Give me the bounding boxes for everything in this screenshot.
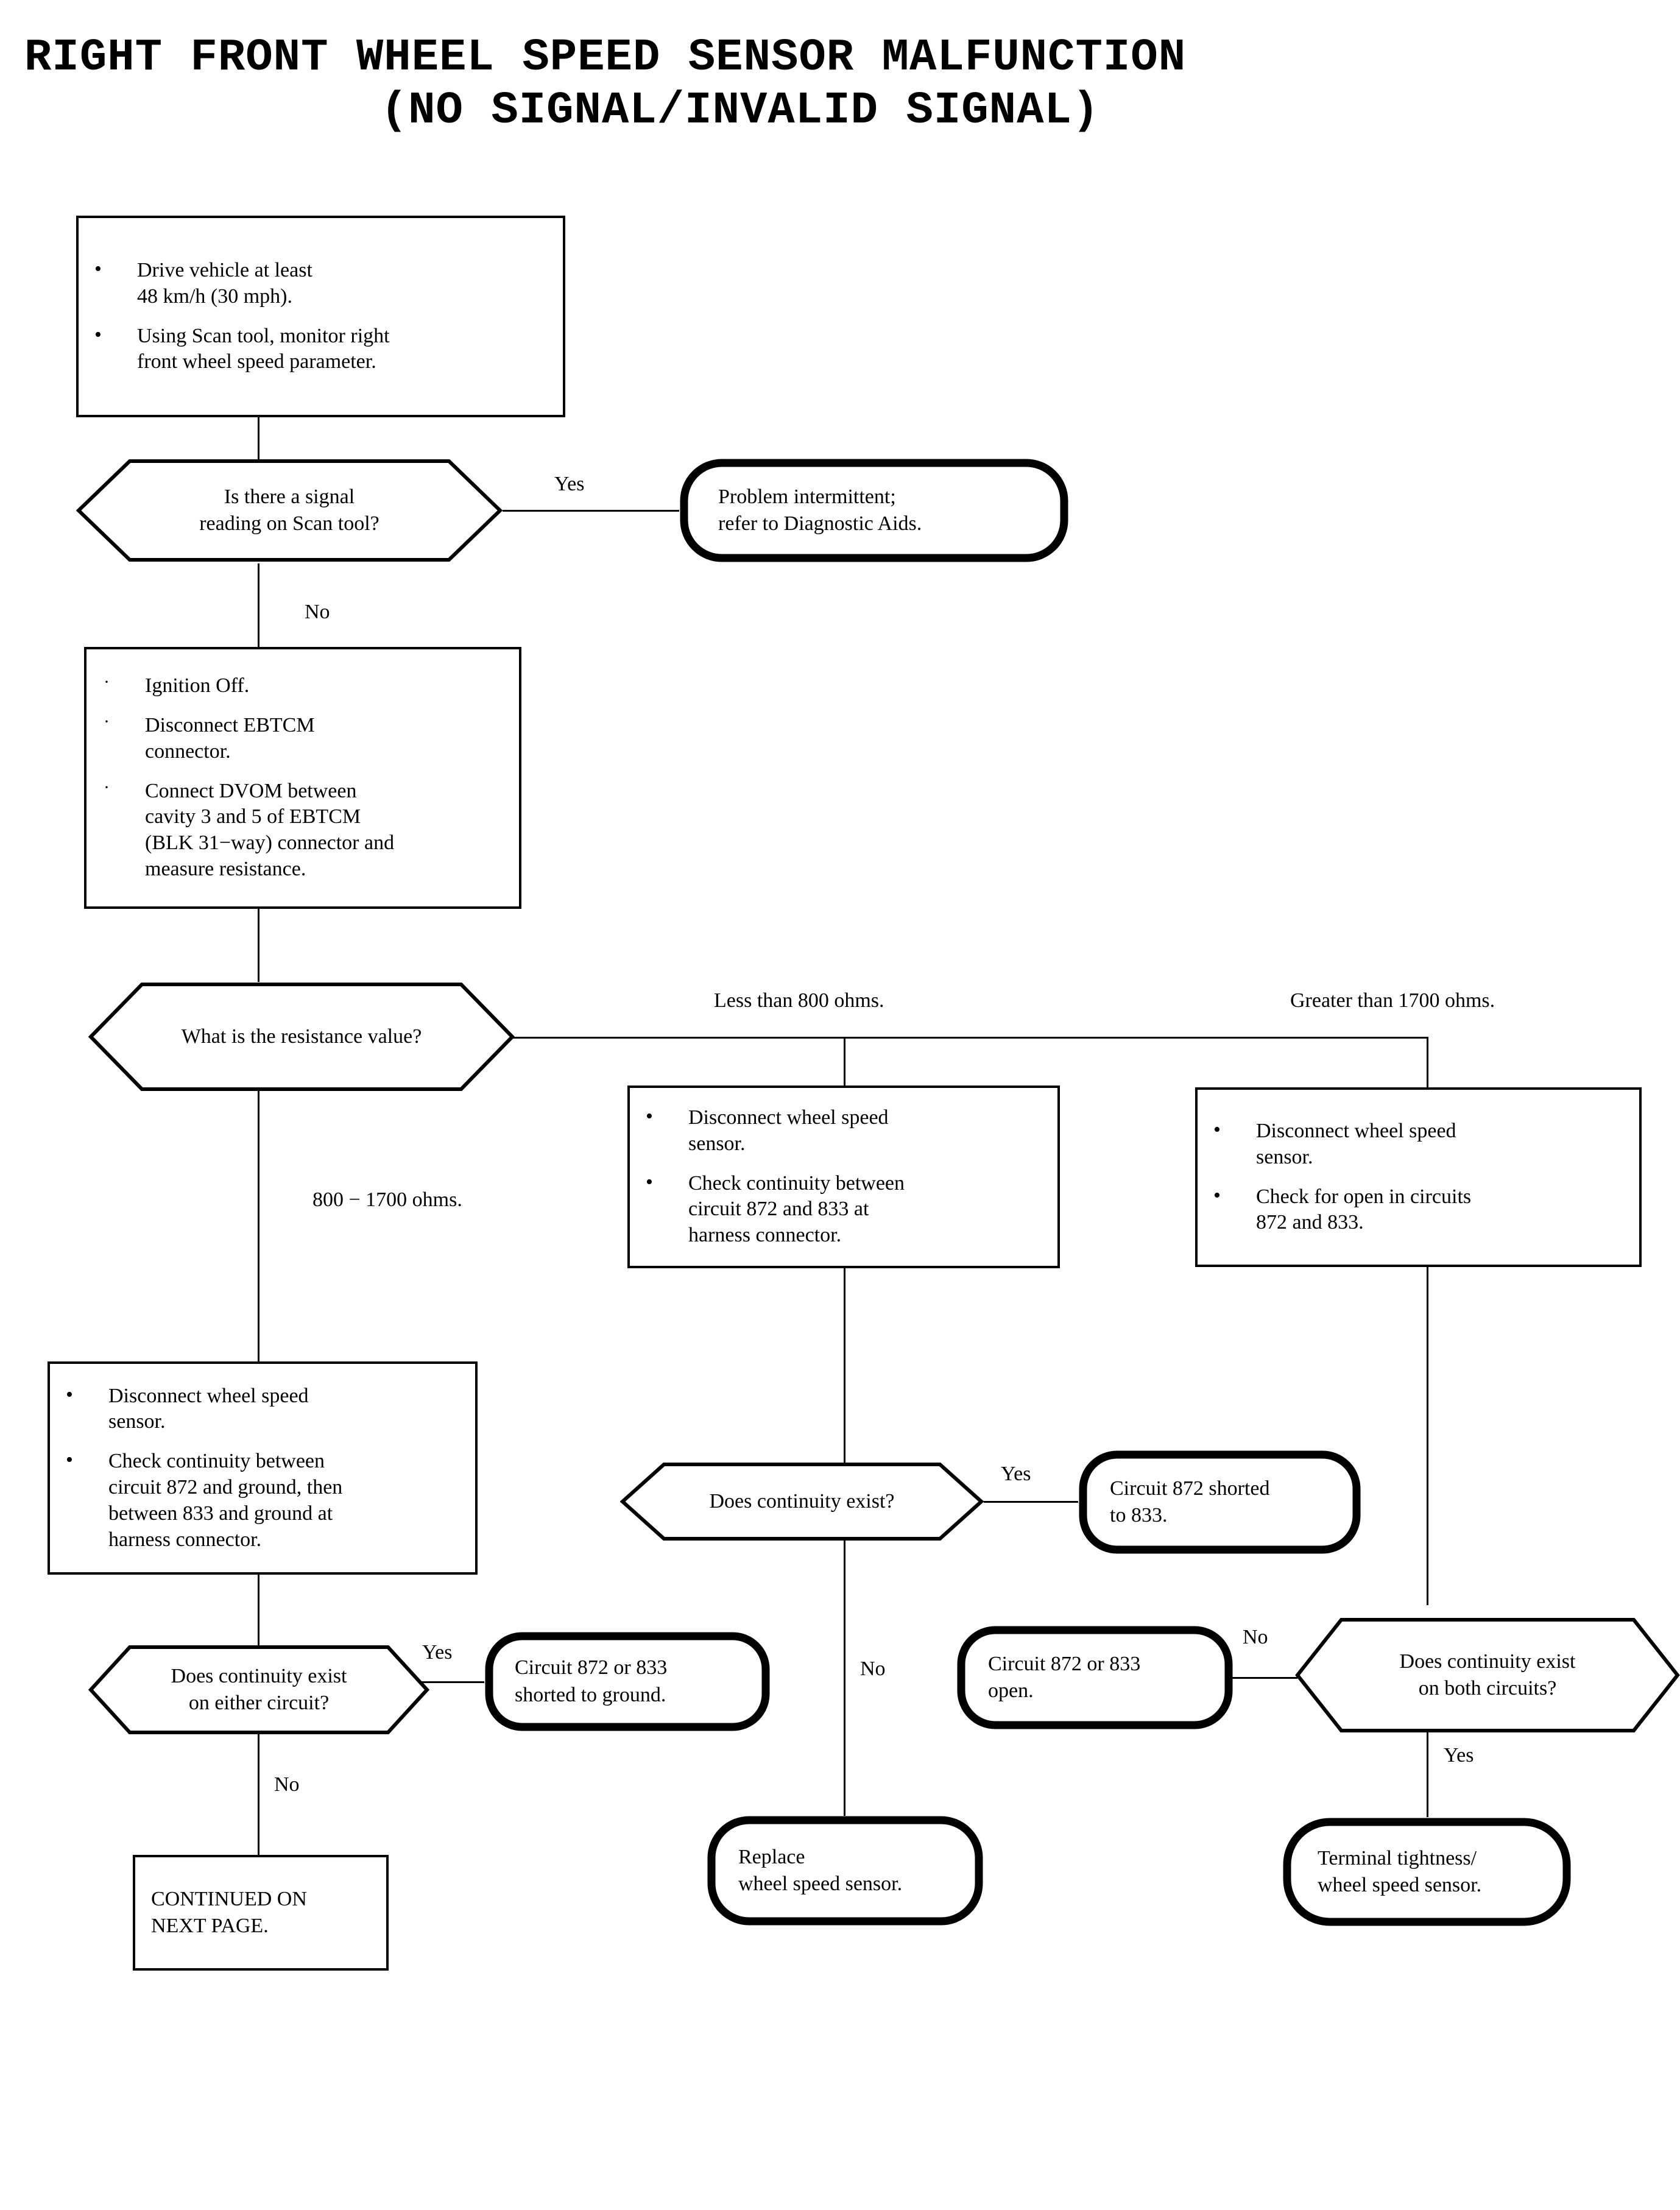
bullet-icon: · xyxy=(104,711,110,732)
connector-decision3mid-no xyxy=(844,1539,845,1816)
bullet-icon: • xyxy=(646,1104,653,1128)
connector-decision3left-no xyxy=(258,1733,259,1855)
rounded-terminal-shape xyxy=(484,1631,771,1732)
edge-label-no-decision3mid: No xyxy=(860,1658,886,1680)
bullet-icon: • xyxy=(66,1383,73,1406)
hexagon-shape xyxy=(620,1462,984,1541)
bullet-icon: • xyxy=(94,323,102,346)
bullet-icon: • xyxy=(1213,1184,1221,1207)
hexagon-shape xyxy=(76,459,503,562)
edge-label-no-decision1: No xyxy=(305,601,330,623)
connector-decision2-branch-bus xyxy=(503,1037,1428,1039)
edge-label-less-than-800: Less than 800 ohms. xyxy=(714,989,884,1012)
bullet-icon: • xyxy=(66,1449,73,1472)
list-item-text: Ignition Off. xyxy=(145,674,250,697)
edge-label-no-decision3left: No xyxy=(274,1773,300,1796)
edge-label-range-800-1700: 800 − 1700 ohms. xyxy=(312,1188,462,1211)
page-title-line-2: (NO SIGNAL/INVALID SIGNAL) xyxy=(380,85,1100,137)
rounded-terminal-shape xyxy=(679,458,1069,563)
edge-label-yes-decision3left: Yes xyxy=(422,1641,453,1664)
bullet-icon: • xyxy=(646,1170,653,1193)
connector-decision3mid-yes xyxy=(984,1501,1078,1503)
connector-step1-to-decision1 xyxy=(258,417,259,460)
rounded-terminal-shape xyxy=(1078,1450,1361,1555)
rounded-terminal-shape xyxy=(1282,1817,1572,1927)
connector-bus-to-step3mid xyxy=(844,1037,845,1086)
bullet-icon: · xyxy=(104,777,110,797)
bullet-icon: · xyxy=(104,672,110,693)
connector-decision3right-no xyxy=(1232,1677,1297,1679)
connector-decision1-to-step2 xyxy=(258,563,259,647)
rounded-terminal-shape xyxy=(956,1625,1234,1730)
connector-step2-to-decision2 xyxy=(258,909,259,982)
connector-decision1-yes xyxy=(503,510,679,512)
terminal-terminal-tightness[interactable]: Terminal tightness/wheel speed sensor. xyxy=(1282,1817,1572,1927)
connector-bus-to-step3right xyxy=(1427,1037,1428,1087)
rounded-terminal-shape xyxy=(707,1815,984,1926)
connector-step3right-to-decision3right xyxy=(1427,1267,1428,1605)
edge-label-yes-decision3right: Yes xyxy=(1444,1744,1474,1767)
edge-label-yes-decision3mid: Yes xyxy=(1001,1463,1031,1485)
hexagon-shape xyxy=(88,982,515,1092)
connector-step3mid-to-decision3mid xyxy=(844,1268,845,1463)
connector-step3left-to-decision3left xyxy=(258,1575,259,1654)
page-title: RIGHT FRONT WHEEL SPEED SENSOR MALFUNCTI… xyxy=(0,32,1480,138)
connector-decision3left-yes xyxy=(396,1681,484,1683)
decision-resistance-value[interactable]: What is the resistance value? xyxy=(88,982,515,1092)
edge-label-no-decision3right: No xyxy=(1243,1626,1268,1648)
decision-does-continuity-exist[interactable]: Does continuity exist? xyxy=(620,1462,984,1541)
edge-label-greater-than-1700: Greater than 1700 ohms. xyxy=(1290,989,1495,1012)
hexagon-shape xyxy=(1295,1617,1680,1733)
hexagon-shape xyxy=(88,1645,429,1735)
list-item: · Ignition Off. xyxy=(86,672,519,699)
edge-label-yes-decision1: Yes xyxy=(554,473,585,495)
connector-decision2-to-step3left xyxy=(258,1090,259,1361)
bullet-icon: • xyxy=(1213,1118,1221,1141)
page-title-line-1: RIGHT FRONT WHEEL SPEED SENSOR MALFUNCTI… xyxy=(24,32,1187,83)
connector-decision3right-yes xyxy=(1427,1732,1428,1817)
terminal-problem-intermittent[interactable]: Problem intermittent;refer to Diagnostic… xyxy=(679,458,1069,563)
bullet-icon: • xyxy=(94,257,102,280)
